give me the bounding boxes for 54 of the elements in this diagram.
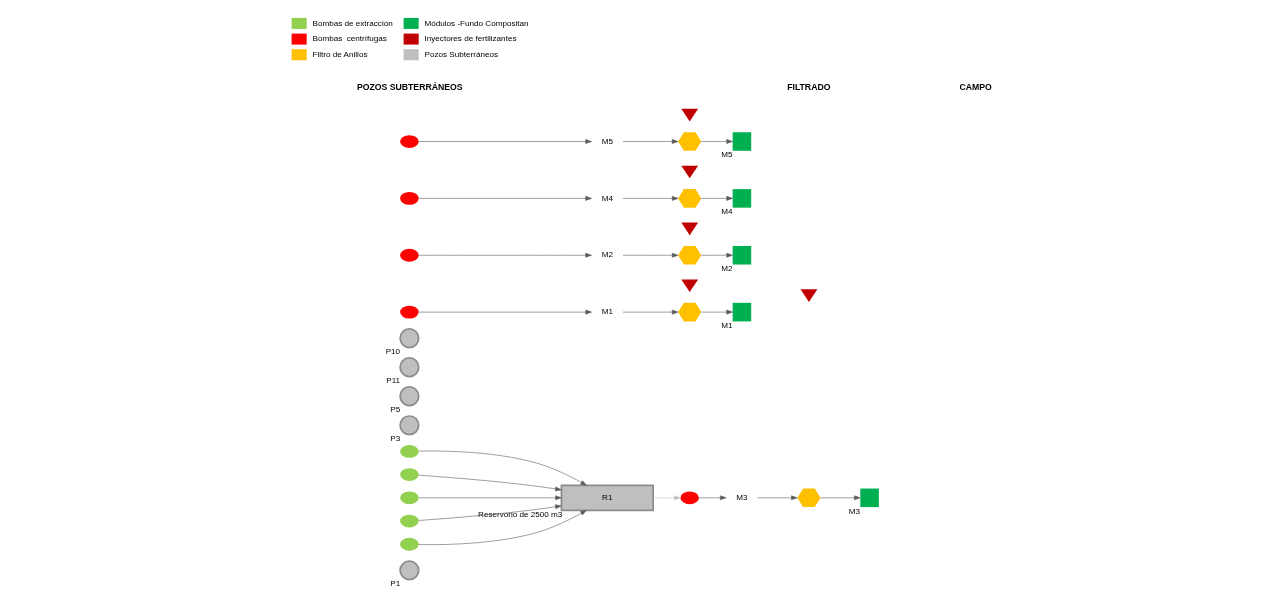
- node-arrow: [800, 289, 817, 302]
- node-ellipse: [399, 248, 419, 262]
- arrow: [622, 139, 678, 144]
- node-box: [732, 132, 751, 151]
- node-circle: [398, 357, 420, 378]
- arrow: [417, 139, 592, 144]
- node-ellipse: [399, 537, 419, 551]
- node-ellipse: [679, 491, 699, 505]
- node-hexagon: [677, 189, 701, 208]
- arrow: [622, 309, 678, 315]
- node-ellipse: [399, 445, 419, 458]
- arrow: [417, 252, 592, 258]
- node-arrow: [680, 279, 698, 293]
- node-arrow: [680, 222, 698, 236]
- node-ellipse: [399, 514, 419, 528]
- label: POZOS SUBTERRÁNEOS: [356, 81, 463, 92]
- arrow: [418, 510, 587, 545]
- node-ellipse: [399, 491, 419, 505]
- node-hexagon: [796, 488, 821, 508]
- node-box: [859, 488, 879, 508]
- arrow: [652, 495, 681, 501]
- arrow: [756, 495, 797, 501]
- arrow: [417, 474, 562, 492]
- label: CAMPO: [959, 81, 992, 92]
- arrow: [418, 450, 587, 486]
- node-ellipse: [399, 192, 419, 205]
- node-hexagon: [677, 302, 701, 322]
- node-arrow: [680, 108, 698, 122]
- node-box: [732, 189, 751, 208]
- node-hexagon: [677, 132, 701, 151]
- arrow: [700, 252, 733, 258]
- node-arrow: [680, 165, 698, 179]
- node-ellipse: [399, 135, 419, 148]
- arrow: [417, 309, 592, 315]
- arrow: [819, 495, 860, 501]
- node-circle: [398, 328, 420, 349]
- arrow: [700, 309, 733, 315]
- arrow: [622, 196, 678, 201]
- node-box: [732, 245, 751, 265]
- node-circle: [398, 386, 420, 407]
- arrow: [417, 196, 592, 201]
- label: FILTRADO: [786, 81, 830, 92]
- arrow: [700, 196, 733, 201]
- node-hexagon: [677, 245, 701, 265]
- arrow: [417, 504, 562, 521]
- arrow: [698, 495, 726, 501]
- node-ellipse: [399, 305, 419, 319]
- node-circle: [398, 560, 420, 581]
- node-box: [732, 302, 751, 322]
- node-ellipse: [399, 468, 419, 481]
- arrow: [417, 495, 562, 501]
- arrow: [622, 252, 678, 258]
- node-circle: [398, 415, 420, 436]
- arrow: [700, 139, 733, 144]
